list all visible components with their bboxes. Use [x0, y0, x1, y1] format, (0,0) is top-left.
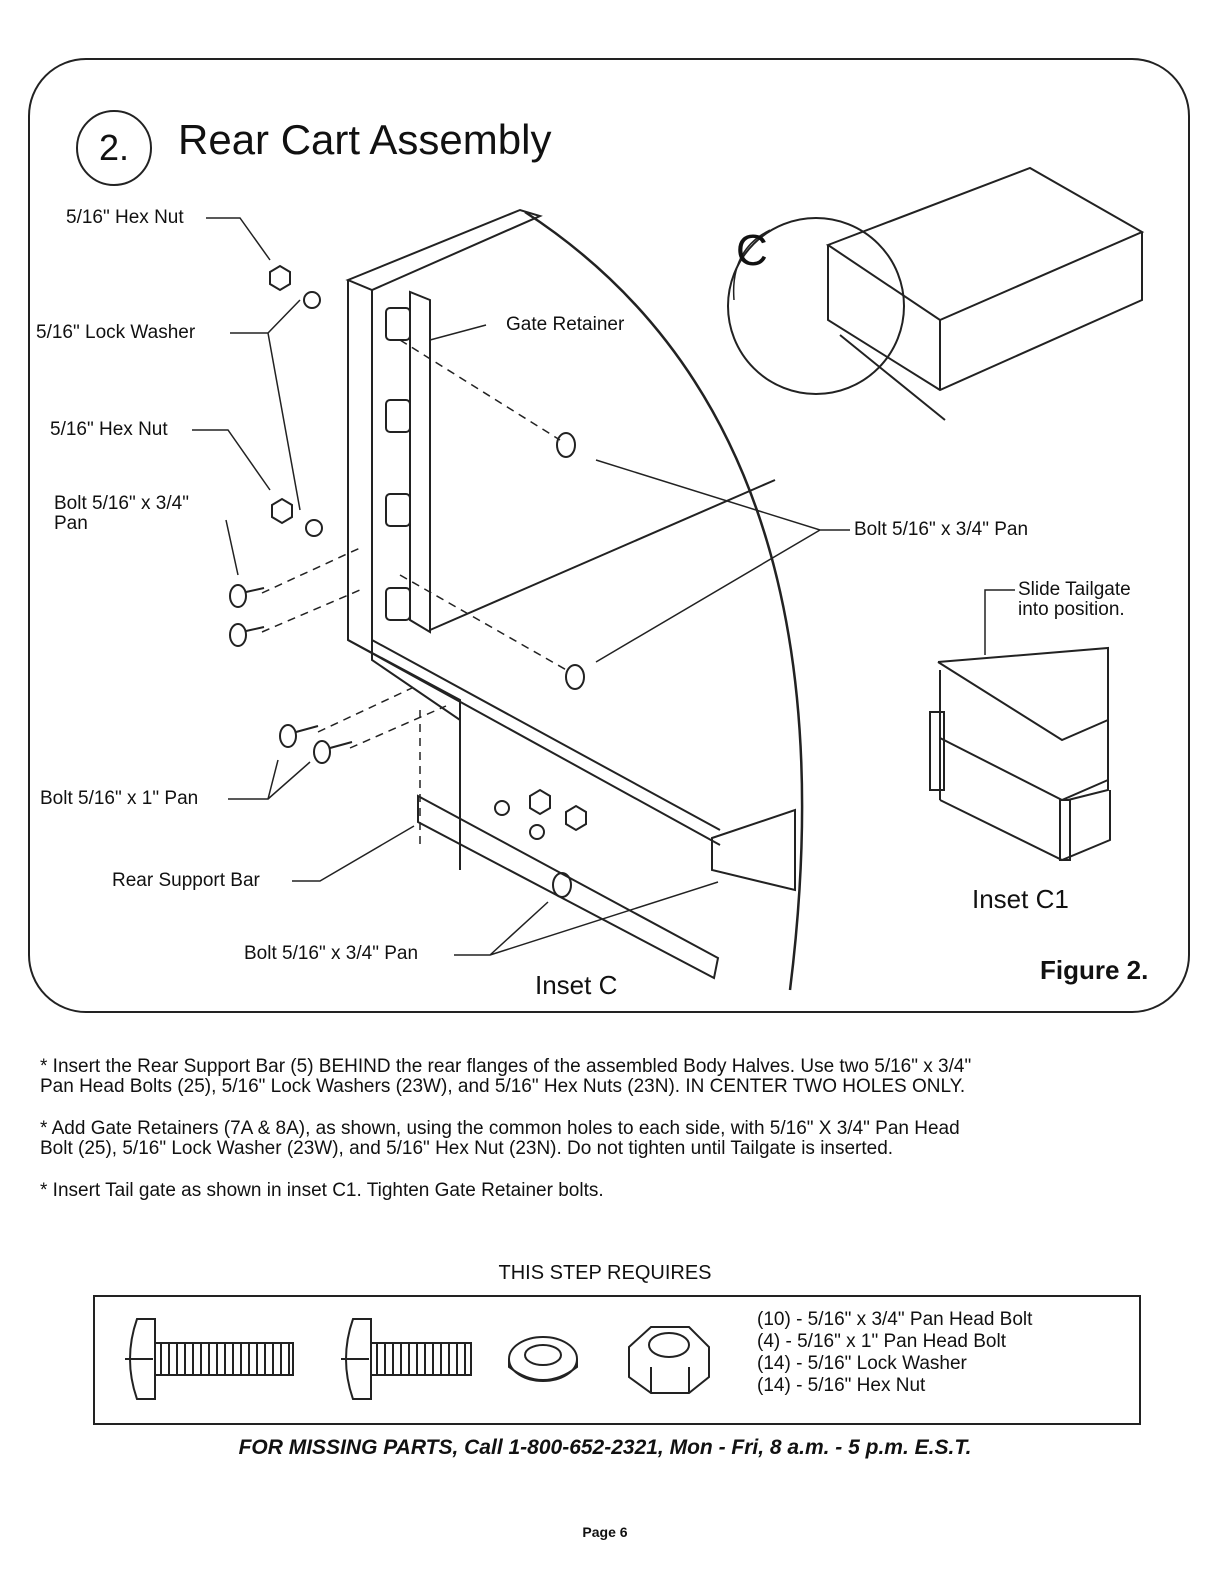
requirements-box: (10) - 5/16" x 3/4" Pan Head Bolt (4) - … — [93, 1295, 1141, 1425]
page-title: Rear Cart Assembly — [178, 116, 552, 163]
figure-caption: Figure 2. — [1040, 955, 1149, 985]
label-inset-c: Inset C — [535, 970, 618, 1000]
rear-support-bar — [417, 794, 796, 980]
requirement-item: (4) - 5/16" x 1" Pan Head Bolt — [757, 1331, 1007, 1352]
label-hex-nut-mid: 5/16" Hex Nut — [50, 419, 168, 440]
step-number: 2. — [98, 127, 130, 168]
figure-frame — [28, 58, 1190, 1013]
pan-head-bolt-long-icon — [125, 1318, 294, 1400]
requirement-item: (10) - 5/16" x 3/4" Pan Head Bolt — [757, 1309, 1033, 1330]
requirement-item: (14) - 5/16" Lock Washer — [757, 1353, 967, 1374]
callout-circle-c — [727, 217, 905, 395]
instruction-1: * Insert the Rear Support Bar (5) BEHIND… — [40, 1056, 972, 1097]
requirements-list: (10) - 5/16" x 3/4" Pan Head Bolt (4) - … — [757, 1309, 1032, 1397]
assembly-dashes — [261, 339, 571, 850]
label-bolt-pan-bottom: Bolt 5/16" x 3/4" Pan — [244, 943, 419, 964]
inset-arc — [524, 210, 804, 991]
instruction-3: * Insert Tail gate as shown in inset C1.… — [40, 1180, 604, 1201]
label-hex-nut-top: 5/16" Hex Nut — [66, 207, 184, 228]
missing-parts-notice: FOR MISSING PARTS, Call 1-800-652-2321, … — [238, 1436, 972, 1459]
hardware-parts — [229, 264, 587, 898]
step-number-circle: 2. — [76, 110, 152, 186]
label-bolt-pan-left-2: Pan — [54, 513, 88, 534]
label-rear-support-bar: Rear Support Bar — [112, 870, 260, 891]
rotation-arrow — [732, 229, 771, 301]
page-number: Page 6 — [582, 1524, 628, 1540]
label-lock-washer: 5/16" Lock Washer — [36, 322, 196, 343]
gate-retainer-slots — [385, 307, 411, 621]
lock-washer-icon — [508, 1336, 578, 1382]
label-bolt-pan-left-1: Bolt 5/16" x 3/4" — [54, 493, 189, 514]
instructions: * Insert the Rear Support Bar (5) BEHIND… — [40, 1057, 1170, 1223]
label-bolt-1in-pan: Bolt 5/16" x 1" Pan — [40, 788, 199, 809]
hex-nut-icon — [628, 1326, 710, 1394]
leader-lines — [192, 217, 1015, 956]
cart-side-panel — [345, 208, 776, 870]
requirement-item: (14) - 5/16" Hex Nut — [757, 1375, 926, 1396]
inset-c1-drawing — [929, 646, 1111, 862]
assembly-diagram — [192, 166, 1145, 991]
label-bolt-pan-right: Bolt 5/16" x 3/4" Pan — [854, 519, 1029, 540]
label-slide-tailgate-2: into position. — [1018, 599, 1125, 620]
pan-head-bolt-short-icon — [341, 1318, 472, 1400]
cart-overview — [825, 166, 1145, 421]
callout-c-letter: C — [736, 226, 768, 275]
label-gate-retainer: Gate Retainer — [506, 314, 625, 335]
requirements-title: THIS STEP REQUIRES — [498, 1262, 712, 1284]
label-inset-c1: Inset C1 — [972, 884, 1069, 914]
instruction-2: * Add Gate Retainers (7A & 8A), as shown… — [40, 1118, 960, 1159]
label-slide-tailgate-1: Slide Tailgate — [1018, 579, 1131, 600]
